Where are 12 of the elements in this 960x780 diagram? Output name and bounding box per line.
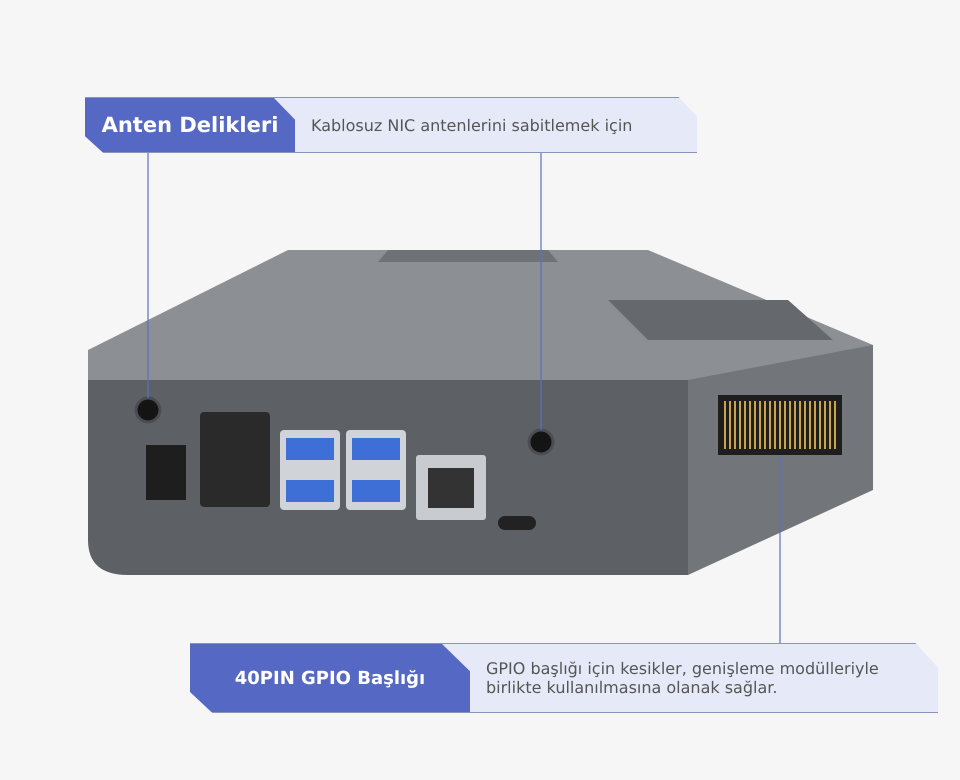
callout-title: 40PIN GPIO Başlığı <box>190 644 470 712</box>
gpio-header <box>718 395 842 455</box>
callout-text: Kablosuz NIC antenlerini sabitlemek için <box>310 116 632 134</box>
leader-line <box>779 455 781 643</box>
antenna-hole <box>134 396 162 424</box>
callout-title: Anten Delikleri <box>85 98 295 152</box>
callout-banner <box>190 643 938 713</box>
leader-line <box>540 153 542 430</box>
leader-line <box>147 153 149 398</box>
antenna-hole <box>528 428 554 456</box>
callout-text: GPIO başlığı için kesikler, genişleme modülleriyle birlikte kullanılmasına olanak sağlar. <box>485 659 880 697</box>
callout-banner <box>85 97 697 153</box>
